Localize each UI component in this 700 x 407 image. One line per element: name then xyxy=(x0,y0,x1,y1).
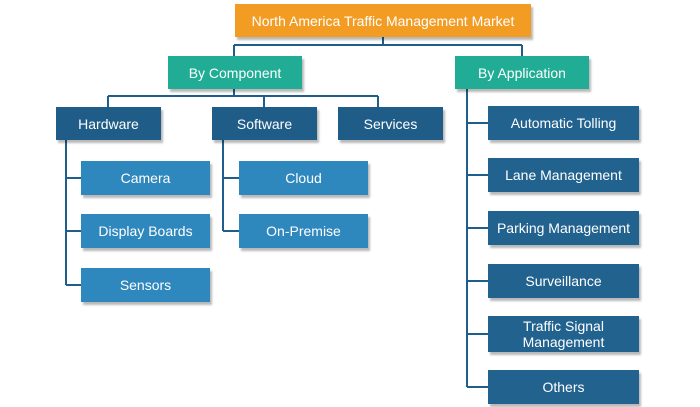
lane-management-node: Lane Management xyxy=(488,158,639,192)
automatic-tolling-node: Automatic Tolling xyxy=(488,106,639,140)
by-application-node: By Application xyxy=(455,56,589,89)
root-node: North America Traffic Management Market xyxy=(235,4,531,37)
services-node: Services xyxy=(338,107,443,140)
hardware-node: Hardware xyxy=(56,107,161,140)
camera-node: Camera xyxy=(81,161,210,195)
surveillance-node: Surveillance xyxy=(488,264,639,298)
cloud-node: Cloud xyxy=(239,161,368,195)
software-node: Software xyxy=(212,107,317,140)
on-premise-node: On-Premise xyxy=(239,214,368,248)
traffic-signal-management-node: Traffic Signal Management xyxy=(488,316,639,352)
by-component-node: By Component xyxy=(168,56,302,89)
parking-management-node: Parking Management xyxy=(488,211,639,245)
others-node: Others xyxy=(488,370,639,404)
display-boards-node: Display Boards xyxy=(81,214,210,248)
sensors-node: Sensors xyxy=(81,268,210,302)
